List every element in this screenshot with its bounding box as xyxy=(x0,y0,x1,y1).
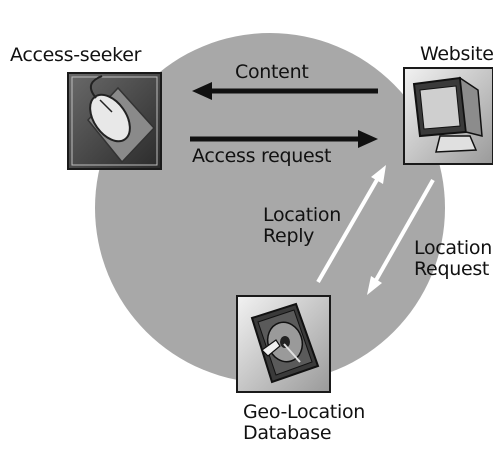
hard-disk-icon xyxy=(236,295,331,393)
location-request-label-line2: Request xyxy=(414,258,490,280)
website-label: Website xyxy=(420,43,493,65)
location-reply-label: Location Reply xyxy=(263,205,341,247)
access-seeker-label: Access-seeker xyxy=(10,44,142,66)
location-request-arrow xyxy=(367,179,435,295)
location-request-label: Location Request xyxy=(414,238,492,280)
location-reply-arrow xyxy=(316,165,386,283)
access-request-label: Access request xyxy=(192,145,332,167)
computer-monitor-icon xyxy=(403,67,493,165)
background-circle xyxy=(95,33,445,383)
computer-mouse-icon xyxy=(67,72,162,170)
location-request-label-line1: Location xyxy=(414,237,492,259)
geo-database-label-line2: Database xyxy=(243,422,332,444)
geo-database-label: Geo-Location Database xyxy=(243,402,365,444)
location-reply-label-line2: Reply xyxy=(263,225,315,247)
content-arrow xyxy=(192,82,378,100)
access-request-arrow xyxy=(190,130,378,148)
geo-database-label-line1: Geo-Location xyxy=(243,401,366,423)
content-label: Content xyxy=(235,61,309,83)
location-reply-label-line1: Location xyxy=(263,204,341,226)
